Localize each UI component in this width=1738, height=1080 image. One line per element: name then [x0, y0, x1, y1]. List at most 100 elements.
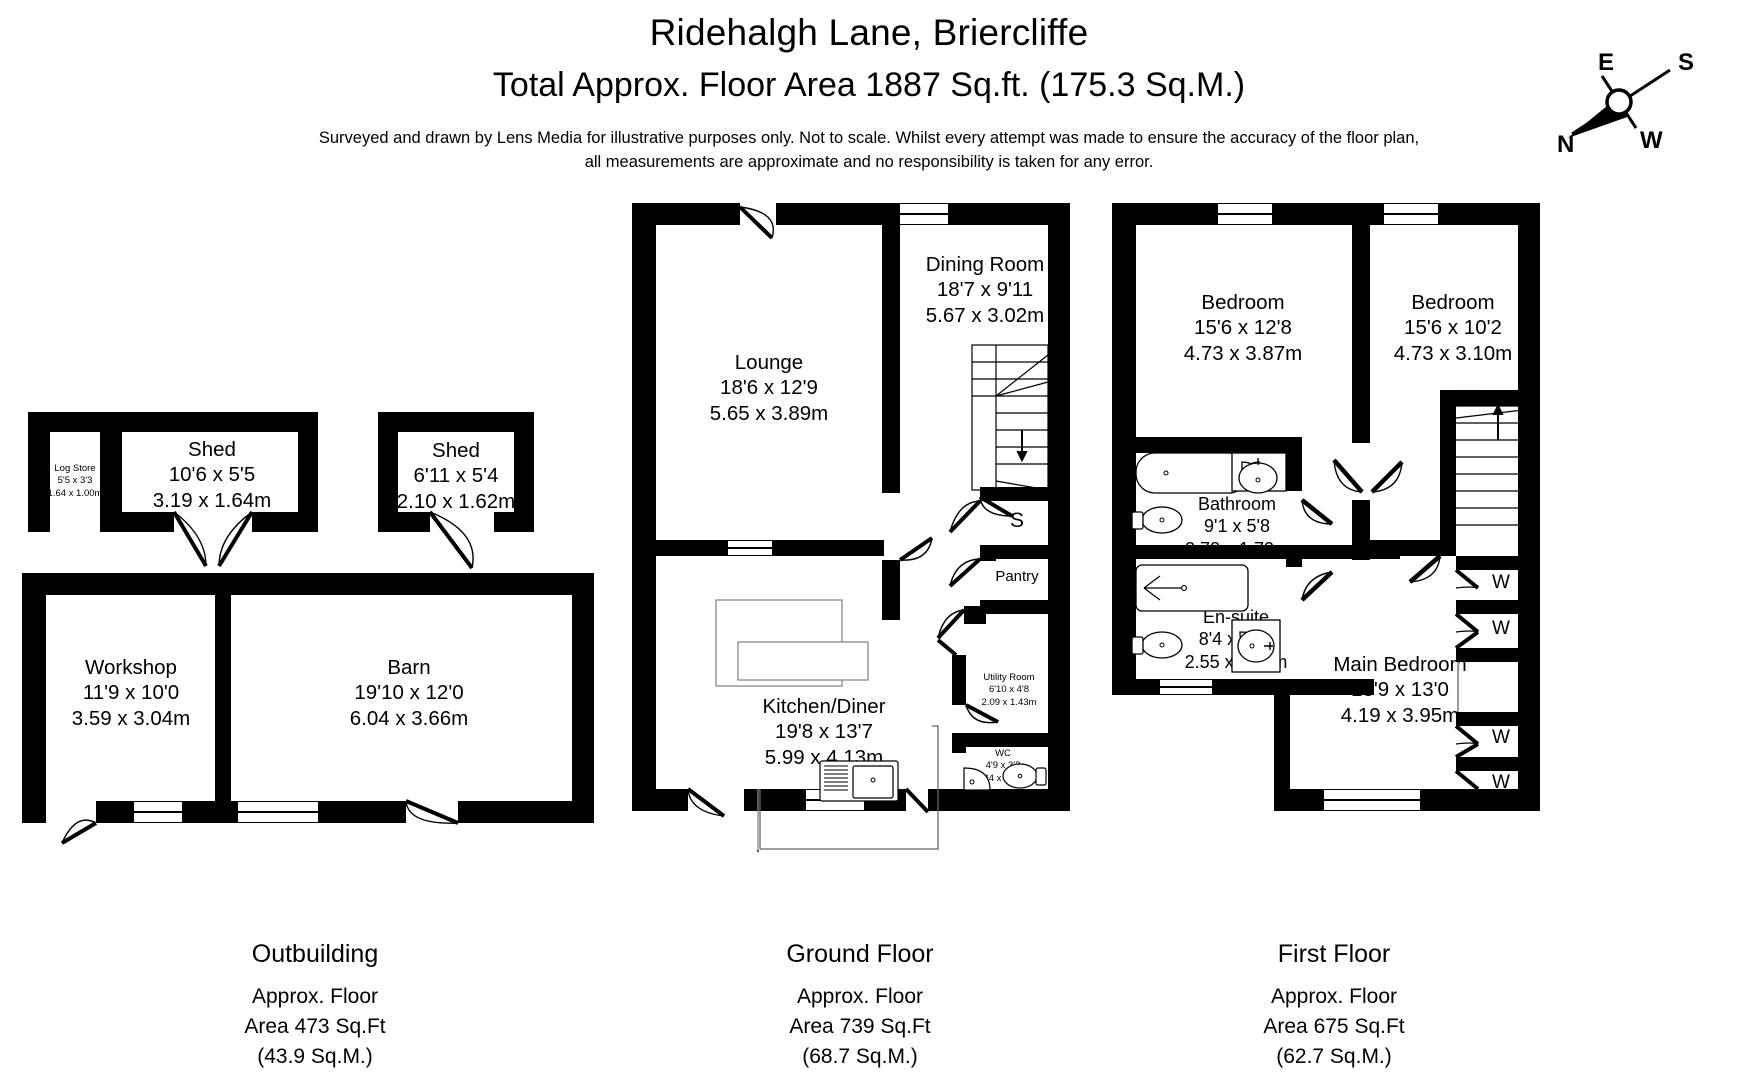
wall — [952, 733, 1048, 747]
wall — [1274, 679, 1374, 695]
room-label-workshop: Workshop 11'9 x 10'0 3.59 x 3.04m — [71, 656, 191, 730]
room-label-shed-1: Shed 10'6 x 5'5 3.19 x 1.64m — [152, 438, 272, 512]
wall — [514, 412, 534, 532]
wall — [1112, 437, 1300, 453]
wardrobe-label-4: W — [1492, 772, 1510, 793]
wall — [1112, 545, 1302, 559]
wall — [952, 655, 966, 705]
wall — [928, 789, 1070, 811]
pantry-label: Pantry — [995, 568, 1039, 585]
page-title: Ridehalgh Lane, Briercliffe — [649, 12, 1089, 53]
wall — [964, 606, 986, 624]
first-floor-area-line-1: Approx. Floor — [1270, 985, 1398, 1008]
wall — [1456, 556, 1540, 570]
wall — [298, 412, 318, 532]
wall — [572, 573, 594, 823]
wall — [22, 801, 46, 823]
wardrobe-label-1: W — [1492, 572, 1510, 593]
wall — [28, 512, 50, 532]
room-label-lounge: Lounge 18'6 x 12'9 5.65 x 3.89m — [709, 351, 829, 425]
wall — [458, 801, 594, 823]
wall — [22, 573, 46, 823]
first-floor-plan: Bedroom 15'6 x 12'8 4.73 x 3.87m Bedroom… — [1100, 0, 1738, 1080]
compass-label-s: S — [1678, 49, 1694, 76]
wall — [656, 540, 728, 556]
wall — [1440, 390, 1456, 554]
disclaimer-line-1: Surveyed and drawn by Lens Media for ill… — [318, 129, 1420, 147]
wall — [632, 789, 688, 811]
wardrobe-label-3: W — [1492, 727, 1510, 748]
outbuilding-area-line-3: (43.9 Sq.M.) — [257, 1044, 373, 1068]
room-label-dining-room: Dining Room 18'7 x 9'11 5.67 x 3.02m — [925, 253, 1045, 327]
wall — [1274, 789, 1324, 811]
store-label: S — [1009, 509, 1024, 532]
room-label-log-store: Log Store 5'5 x 3'3 1.64 x 1.00m — [47, 463, 103, 499]
wall — [22, 573, 594, 595]
room-label-bathroom: Bathroom 9'1 x 5'8 2.78 x 1.73m — [1184, 494, 1290, 559]
wall — [1212, 679, 1274, 695]
first-floor-caption: First Floor Approx. Floor Area 675 Sq.Ft… — [1154, 940, 1514, 1071]
wall — [1048, 203, 1070, 811]
wall — [100, 430, 122, 532]
ground-floor-area-line-1: Approx. Floor — [796, 985, 924, 1008]
first-floor-area-line-2: Area 675 Sq.Ft — [1263, 1014, 1405, 1038]
wall — [1456, 712, 1540, 726]
wall — [1438, 203, 1540, 225]
wall — [96, 801, 134, 823]
room-label-main-bedroom: Main Bedroom 13'9 x 13'0 4.19 x 3.95m — [1333, 653, 1467, 727]
wall — [1456, 600, 1540, 614]
wall — [1370, 540, 1456, 556]
wall — [1112, 203, 1218, 225]
wall — [252, 512, 318, 532]
outbuilding-area-line-1: Approx. Floor — [251, 985, 379, 1008]
wall — [1286, 545, 1302, 567]
wall — [378, 412, 398, 532]
wall — [182, 801, 238, 823]
window — [134, 801, 182, 823]
outbuilding-door-swings — [60, 510, 474, 845]
window — [900, 203, 948, 225]
disclaimer-line-2: all measurements are approximate and no … — [584, 152, 1154, 171]
wall — [882, 203, 900, 493]
wall — [28, 412, 50, 532]
first-floor-area-line-3: (62.7 Sq.M.) — [1276, 1044, 1392, 1068]
wall — [776, 203, 900, 225]
wall — [1112, 679, 1160, 695]
first-floor-caption-title: First Floor — [1277, 940, 1391, 968]
disclaimer: Surveyed and drawn by Lens Media for ill… — [0, 127, 1738, 175]
room-label-shed-2: Shed 6'11 x 5'4 2.10 x 1.62m — [396, 439, 516, 513]
compass-label-e: E — [1598, 49, 1614, 76]
window — [728, 540, 772, 556]
compass-rose: N E S W — [1552, 48, 1722, 158]
wall — [988, 545, 1048, 559]
window — [1324, 789, 1420, 811]
wall — [28, 412, 318, 432]
ground-floor-plan: Lounge 18'6 x 12'9 5.65 x 3.89m Dining R… — [620, 0, 1120, 1080]
ground-floor-area-line-3: (68.7 Sq.M.) — [802, 1044, 918, 1068]
first-floor-details — [1131, 389, 1541, 791]
room-label-bedroom-2: Bedroom 15'6 x 10'2 4.73 x 3.10m — [1393, 291, 1513, 365]
wall — [1456, 757, 1540, 771]
page-header: Ridehalgh Lane, Briercliffe Total Approx… — [0, 0, 1738, 175]
wall — [1286, 437, 1302, 491]
ground-floor-details — [686, 205, 1049, 852]
outbuilding-plan: Log Store 5'5 x 3'3 1.64 x 1.00m Shed 10… — [0, 0, 660, 1080]
window — [1384, 203, 1438, 225]
wall — [215, 573, 231, 803]
wardrobe-label-2: W — [1492, 618, 1510, 639]
wall — [772, 540, 884, 556]
room-label-bedroom-1: Bedroom 15'6 x 12'8 4.73 x 3.87m — [1183, 291, 1303, 365]
compass-label-n: N — [1557, 131, 1574, 158]
window — [1160, 679, 1212, 695]
outbuilding-caption-title: Outbuilding — [251, 940, 379, 968]
ground-floor-caption-title: Ground Floor — [786, 940, 934, 968]
wall — [1274, 679, 1290, 811]
wall — [494, 512, 534, 532]
room-label-barn: Barn 19'10 x 12'0 6.04 x 3.66m — [349, 656, 469, 730]
page-subtitle: Total Approx. Floor Area 1887 Sq.ft. (17… — [492, 66, 1246, 104]
ground-floor-caption: Ground Floor Approx. Floor Area 739 Sq.F… — [680, 940, 1040, 1071]
outbuilding-area-line-2: Area 473 Sq.Ft — [244, 1014, 386, 1038]
window — [238, 801, 318, 823]
window — [1218, 203, 1272, 225]
wall — [318, 801, 406, 823]
